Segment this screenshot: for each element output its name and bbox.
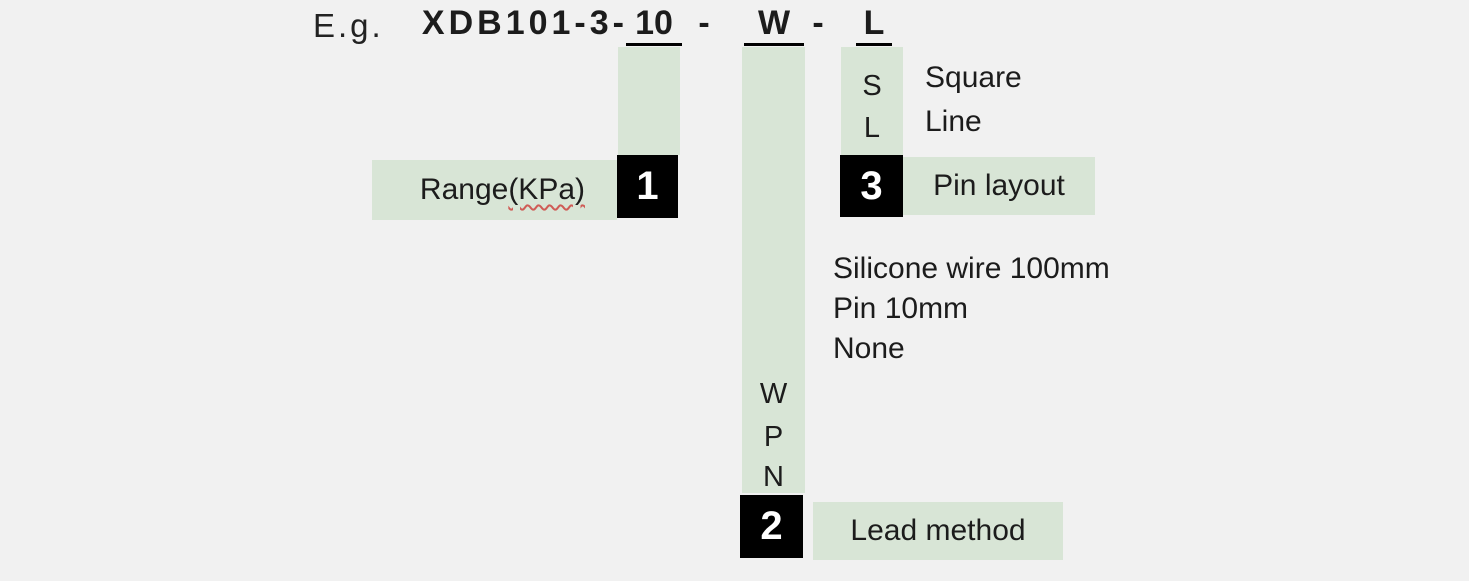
lead-code-w: W xyxy=(759,378,788,410)
range-label: Range xyxy=(419,173,509,206)
lead-method-label-box: Lead method xyxy=(813,502,1063,560)
lead-option: None xyxy=(833,332,905,365)
marker-3-number: 3 xyxy=(860,163,883,208)
eg-label: E.g. xyxy=(313,7,384,44)
model-prefix: XDB101-3- xyxy=(421,4,628,42)
separator-dash: - xyxy=(812,4,824,42)
marker-1: 1 xyxy=(617,155,678,218)
lead-options-list: Silicone wire 100mm Pin 10mm None xyxy=(833,249,1110,369)
lead-option: Pin 10mm xyxy=(833,292,969,325)
marker-3: 3 xyxy=(840,155,903,217)
lead-code-n: N xyxy=(763,461,784,493)
pin-layout-label-box: Pin layout xyxy=(903,157,1095,215)
lead-method-label: Lead method xyxy=(850,514,1026,547)
lead-code-segment: W xyxy=(744,6,804,46)
pin-option-square: Square xyxy=(925,61,1022,94)
range-unit-label: (KPa) xyxy=(508,173,585,206)
pin-code-s: S xyxy=(862,70,882,102)
lead-code-p: P xyxy=(763,421,784,453)
lead-column-highlight xyxy=(742,47,805,493)
marker-2: 2 xyxy=(740,495,803,558)
pin-code-segment: L xyxy=(856,6,892,46)
pin-code-l: L xyxy=(863,112,881,144)
marker-1-number: 1 xyxy=(636,164,659,208)
range-column-highlight xyxy=(618,47,680,155)
lead-option: Silicone wire 100mm xyxy=(833,252,1110,285)
range-code-segment: 10 xyxy=(626,6,682,46)
separator-dash: - xyxy=(698,4,710,42)
pin-column-highlight xyxy=(841,47,903,155)
pin-option-line: Line xyxy=(925,105,982,138)
marker-2-number: 2 xyxy=(760,504,783,548)
range-label-box: Range(KPa) xyxy=(372,160,617,220)
pin-layout-label: Pin layout xyxy=(933,169,1065,202)
